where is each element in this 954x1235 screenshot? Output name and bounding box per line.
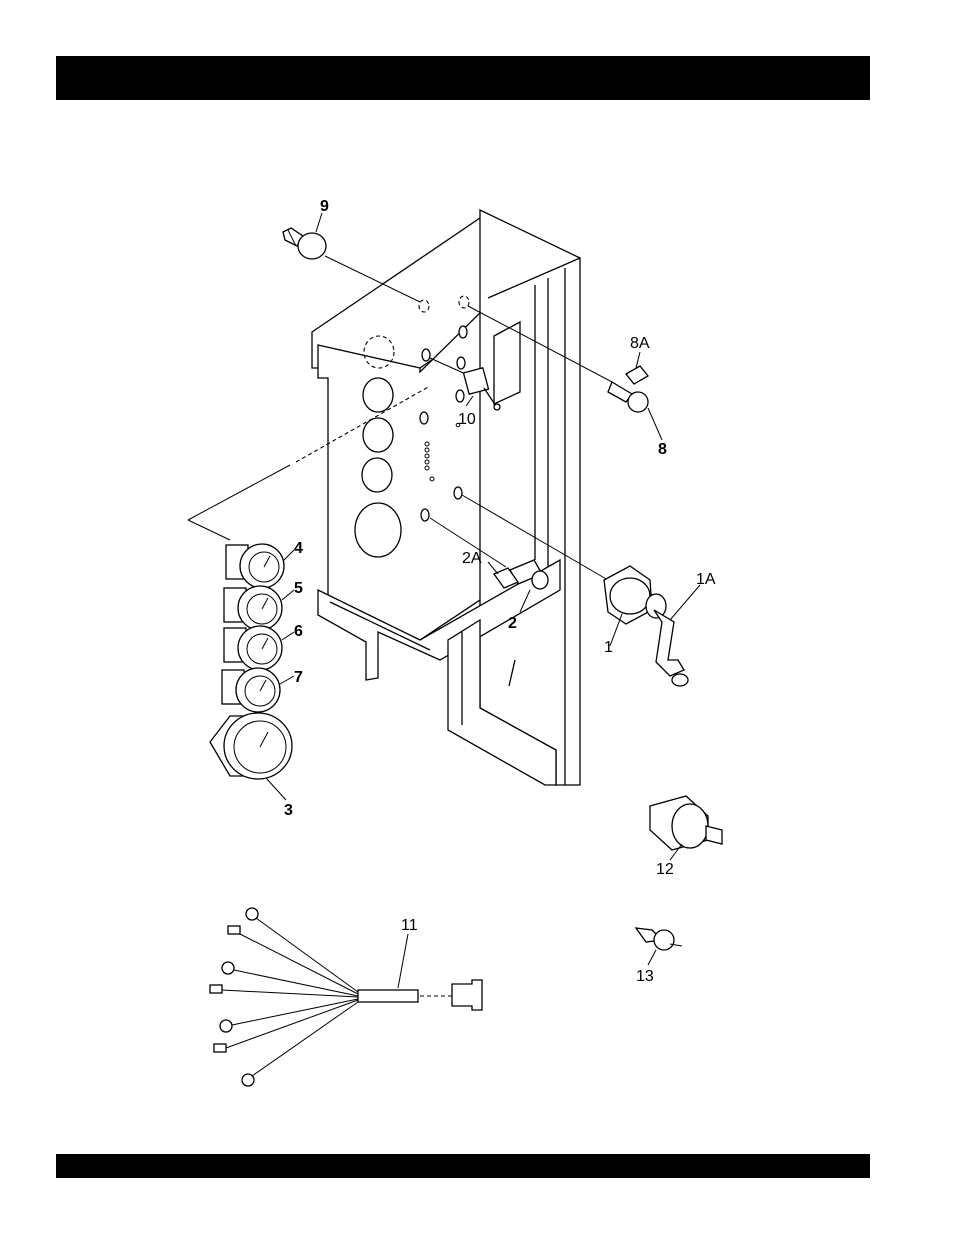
callout-12: 12 [656, 861, 674, 878]
callout-7: 7 [294, 669, 303, 686]
part-9-indicator-lamp [283, 213, 326, 259]
part-13-temperature-switch [636, 928, 682, 965]
callout-6: 6 [294, 623, 303, 640]
part-11-wiring-harness [210, 908, 482, 1086]
part-4-gauge [226, 544, 294, 588]
callout-8a: 8A [630, 335, 650, 352]
part-5-gauge [224, 586, 294, 630]
callout-4: 4 [294, 540, 303, 557]
part-8-indicator-light [608, 382, 662, 440]
part-12-pressure-sender [650, 796, 722, 860]
callout-9: 9 [320, 198, 329, 215]
part-1-ignition-switch [604, 566, 666, 646]
callout-13: 13 [636, 968, 654, 985]
part-7-gauge [222, 668, 294, 712]
callout-5: 5 [294, 580, 303, 597]
callout-3: 3 [284, 802, 293, 819]
part-3-large-gauge [210, 713, 292, 800]
callout-10: 10 [458, 411, 476, 428]
callout-2: 2 [508, 615, 517, 632]
callout-8: 8 [658, 441, 667, 458]
control-panel-box [312, 210, 580, 785]
callout-11: 11 [401, 917, 418, 934]
part-6-gauge [224, 626, 294, 670]
part-8a-bulb [626, 352, 648, 384]
callout-2a: 2A [462, 550, 482, 567]
footer-bar [56, 1154, 870, 1178]
callout-1: 1 [604, 639, 613, 656]
callout-1a: 1A [696, 571, 716, 588]
